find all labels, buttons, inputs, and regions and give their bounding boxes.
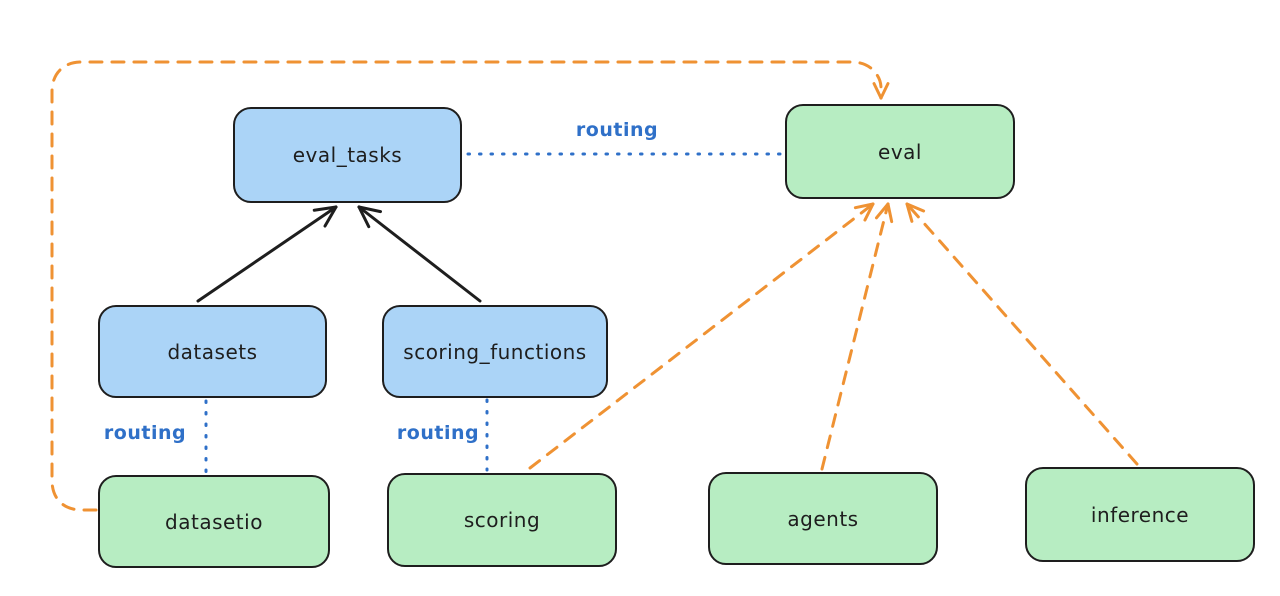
scoring-to-eval-arrowhead	[863, 202, 875, 222]
node-label: eval	[878, 139, 922, 164]
agents-to-eval-arrowhead	[886, 202, 894, 224]
datasets-to-eval-tasks-arrowhead	[323, 205, 338, 228]
node-label: datasets	[167, 339, 258, 364]
scoring-functions-to-eval-tasks-edge	[357, 205, 482, 303]
node-datasetio: datasetio	[98, 475, 330, 568]
scoring-functions-to-eval-tasks-arrowhead	[357, 205, 383, 214]
node-label: inference	[1090, 502, 1190, 527]
node-label: scoring	[463, 508, 541, 532]
scoring-to-eval-arrowhead	[853, 202, 875, 210]
node-label: eval_tasks	[292, 143, 403, 167]
datasets-to-eval-tasks-arrowhead	[312, 205, 338, 212]
datasetio-to-eval-loop-edge	[50, 60, 883, 512]
datasetio-to-eval-loop-arrowhead	[872, 82, 883, 100]
node-label: datasetio	[165, 509, 263, 534]
node-eval-tasks: eval_tasks	[233, 107, 462, 203]
node-datasets: datasets	[98, 305, 327, 398]
datasetio-to-eval-loop-arrowhead	[879, 82, 890, 100]
scoring-functions-to-eval-tasks-arrowhead	[357, 205, 371, 229]
node-label: agents	[787, 506, 859, 531]
routing-label-eval-tasks-eval: routing	[575, 119, 659, 141]
node-scoring-functions: scoring_functions	[382, 305, 608, 398]
routing-label-datasets-datasetio: routing	[103, 422, 187, 444]
node-inference: inference	[1025, 467, 1255, 562]
node-label: scoring_functions	[403, 339, 587, 364]
node-agents: agents	[708, 472, 938, 565]
node-scoring: scoring	[387, 473, 617, 567]
datasets-to-eval-tasks-edge	[196, 205, 338, 303]
scoring-to-eval-edge	[528, 202, 875, 470]
agents-to-eval-edge	[820, 202, 890, 471]
inference-to-eval-edge	[905, 202, 1139, 466]
agents-to-eval-arrowhead	[874, 202, 890, 220]
inference-to-eval-arrowhead	[905, 202, 914, 223]
node-eval: eval	[785, 104, 1015, 199]
routing-label-scoring-functions-scoring: routing	[396, 422, 480, 444]
inference-to-eval-arrowhead	[905, 202, 926, 213]
